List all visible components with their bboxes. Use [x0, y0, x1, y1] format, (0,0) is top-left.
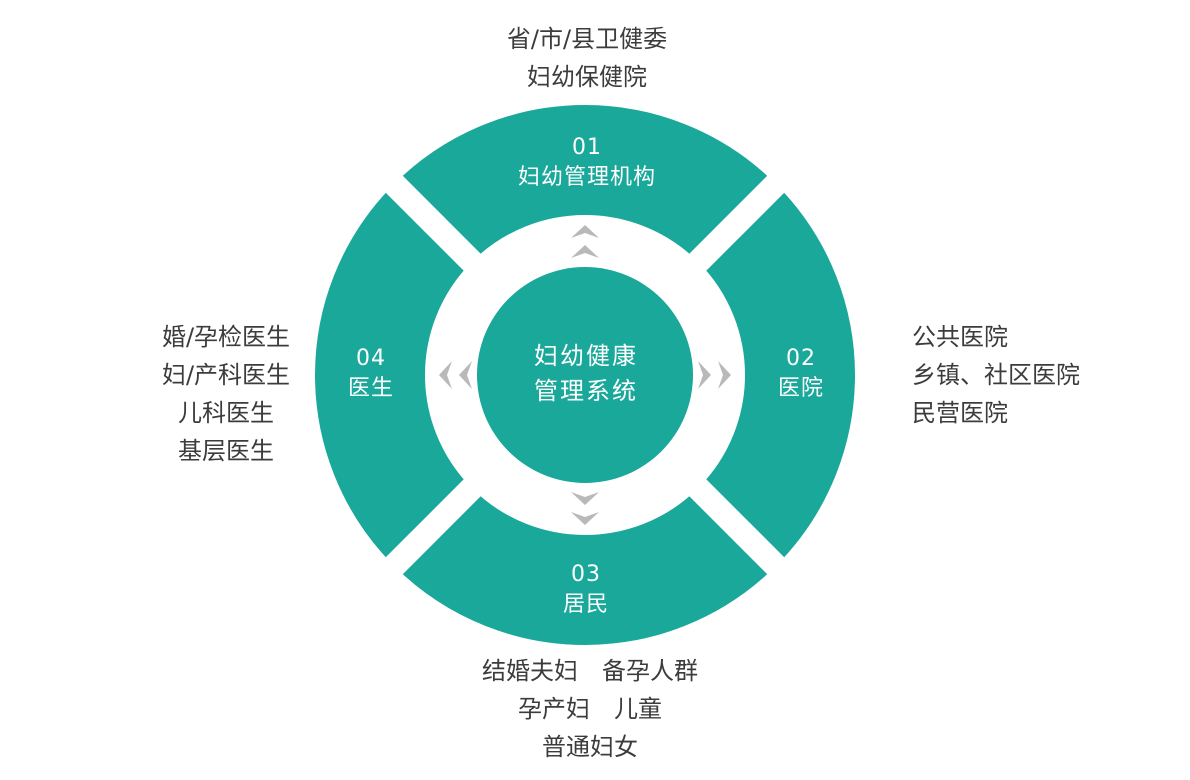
segment-number: 01	[571, 135, 602, 160]
annotation-left: 婚/孕检医生 妇/产科医生 儿科医生 基层医生	[162, 318, 290, 470]
annotation-line: 婚/孕检医生	[161, 323, 291, 351]
center-circle	[477, 267, 693, 483]
segment-label-04: 04 医生	[348, 344, 394, 404]
annotation-line: 妇幼保健院	[526, 63, 647, 91]
annotation-line: 普通妇女	[542, 733, 638, 761]
segment-number: 02	[785, 346, 816, 371]
chevrons-up-icon	[571, 225, 599, 258]
annotation-line: 乡镇、社区医院	[912, 361, 1080, 389]
annotation-bottom: 结婚夫妇 备孕人群 孕产妇 儿童 普通妇女	[482, 652, 698, 766]
annotation-line: 结婚夫妇 备孕人群	[482, 657, 698, 685]
segment-title: 居民	[562, 592, 610, 617]
annotation-right: 公共医院 乡镇、社区医院 民营医院	[912, 318, 1080, 432]
segment-title: 妇幼管理机构	[517, 165, 657, 190]
segment-label-03: 03 居民	[563, 560, 609, 620]
annotation-line: 儿科医生	[178, 399, 274, 427]
segment-title: 医院	[777, 376, 825, 401]
segment-number: 03	[570, 562, 601, 587]
center-title-line: 管理系统	[534, 377, 638, 405]
center-title: 妇幼健康 管理系统	[534, 339, 638, 409]
annotation-line: 省/市/县卫健委	[506, 25, 668, 53]
annotation-top: 省/市/县卫健委 妇幼保健院	[507, 20, 667, 96]
annotation-line: 基层医生	[178, 437, 274, 465]
segment-label-01: 01 妇幼管理机构	[518, 133, 656, 193]
annotation-line: 妇/产科医生	[161, 361, 291, 389]
segment-number: 04	[355, 346, 386, 371]
annotation-line: 孕产妇 儿童	[518, 695, 662, 723]
chevrons-right-icon	[698, 361, 731, 389]
segment-title: 医生	[347, 376, 395, 401]
chevrons-left-icon	[439, 361, 472, 389]
segment-label-02: 02 医院	[778, 344, 824, 404]
annotation-line: 公共医院	[912, 323, 1008, 351]
annotation-line: 民营医院	[912, 399, 1008, 427]
center-title-line: 妇幼健康	[534, 342, 638, 370]
chevrons-down-icon	[571, 492, 599, 525]
donut-ring	[315, 105, 855, 645]
